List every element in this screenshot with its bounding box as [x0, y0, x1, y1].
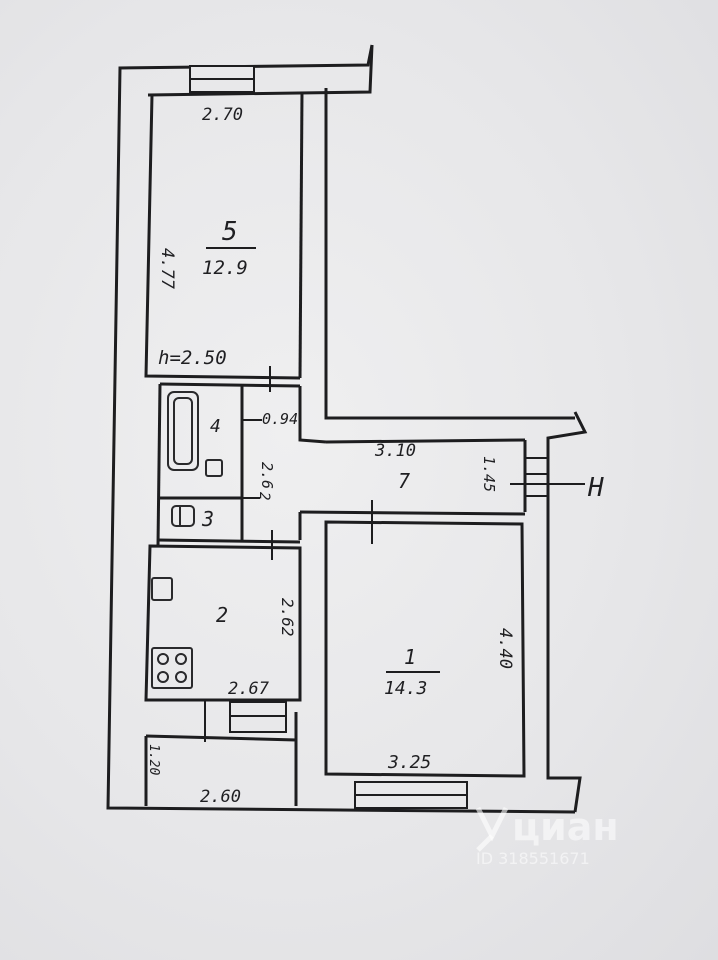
windows — [189, 65, 585, 809]
room1-width: 3.25 — [387, 752, 431, 773]
stair-mark: Н — [587, 473, 604, 503]
room4-number: 4 — [210, 416, 221, 437]
room1-length: 4.40 — [495, 628, 515, 669]
watermark: циан ID 318551671 — [475, 805, 619, 868]
room5-number: 5 — [222, 217, 238, 247]
balcony-width: 2.60 — [200, 787, 241, 807]
watermark-brand: циан — [512, 805, 619, 849]
room4-width: 0.94 — [262, 410, 298, 428]
window-room1 — [354, 781, 468, 809]
door-marks — [204, 366, 373, 742]
walls — [106, 44, 588, 814]
cian-logo-icon — [475, 806, 509, 852]
room3-number: 3 — [201, 507, 214, 531]
window-room5 — [189, 65, 255, 93]
kitchen-sink — [151, 577, 173, 601]
washbasin — [205, 459, 223, 477]
room7-length: 1.45 — [480, 456, 498, 492]
room2-number: 2 — [216, 603, 228, 627]
room2-length: 2.62 — [278, 598, 297, 637]
entrance-door-marks — [510, 457, 585, 497]
toilet — [171, 505, 195, 527]
watermark-listing-id: ID 318551671 — [476, 849, 590, 868]
room1-number: 1 — [404, 645, 416, 669]
room4-length: 2.6 — [258, 462, 276, 489]
window-kitchen — [229, 701, 287, 733]
room5-height: h=2.50 — [158, 347, 227, 369]
room2-width: 2.67 — [228, 679, 270, 699]
room5-width: 2.70 — [202, 105, 243, 125]
room5-length: 4.77 — [157, 248, 177, 290]
bathtub — [167, 391, 199, 471]
balcony-length: 1.20 — [146, 744, 161, 775]
room1-area: 14.3 — [384, 678, 427, 699]
room7-width: 3.10 — [374, 441, 416, 461]
room5-area: 12.9 — [202, 257, 248, 279]
small-label-2: 2 — [256, 492, 272, 500]
stove — [151, 647, 193, 689]
room7-number: 7 — [398, 469, 410, 493]
